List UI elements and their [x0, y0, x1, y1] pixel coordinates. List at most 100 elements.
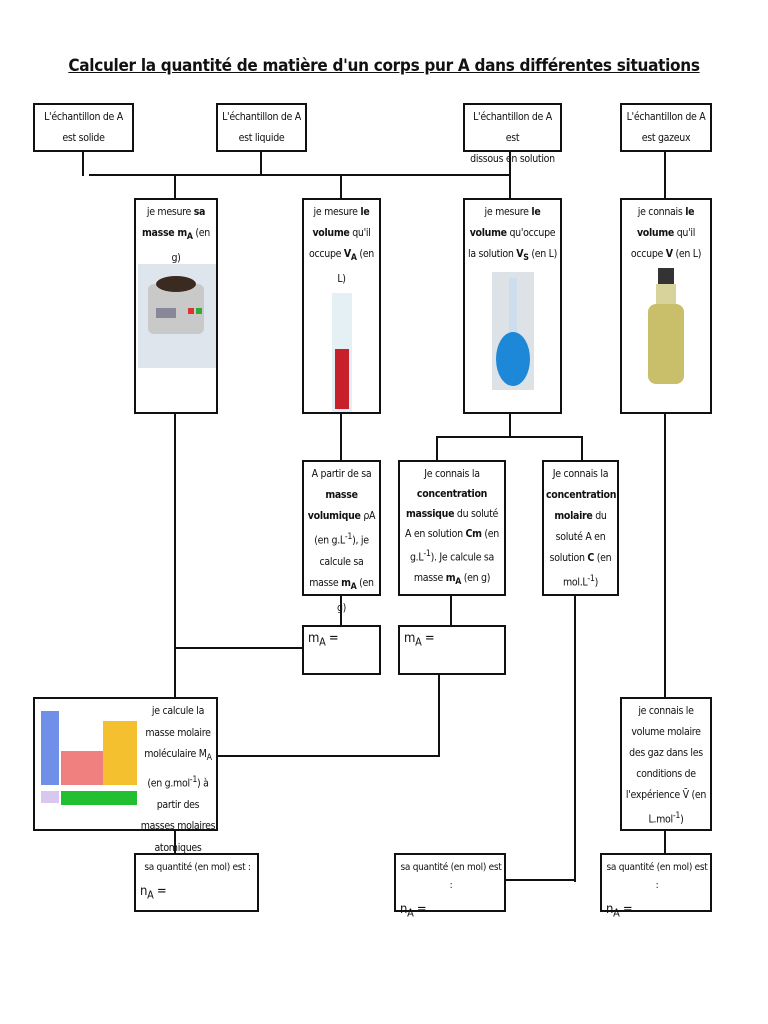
text: sa quantité (en mol) est : — [400, 862, 502, 891]
mass-concentration-box: Je connais la concentration massique du … — [398, 460, 506, 596]
known-gas-volume-box: je connais le volume qu'il occupe V (en … — [620, 198, 712, 414]
connector — [436, 436, 583, 438]
connector — [217, 755, 440, 757]
text: n — [400, 902, 408, 917]
balance-image — [138, 264, 216, 368]
text: S — [523, 253, 529, 264]
text: Je connais la — [552, 468, 609, 480]
text: n — [140, 884, 148, 899]
text: L'échantillon de A — [626, 111, 706, 123]
text: V̄ — [682, 789, 689, 801]
quantity-result-field-2[interactable]: sa quantité (en mol) est : nA = — [394, 853, 506, 920]
text: qu'il occupe — [309, 227, 371, 260]
text: m — [341, 576, 351, 589]
connector — [574, 595, 576, 882]
text: = — [421, 631, 435, 646]
measure-mass-box: je mesure sa masse mA (en g) — [134, 198, 218, 414]
text: C — [587, 552, 595, 564]
text: L'échantillon de A — [44, 111, 123, 123]
text: (en g) — [336, 576, 374, 614]
text: concentration massique — [405, 488, 488, 520]
connector — [340, 174, 342, 198]
text: -1 — [587, 574, 595, 584]
text: (en g.L — [409, 528, 499, 564]
connector — [505, 879, 576, 881]
text: le volume — [636, 206, 695, 239]
connector — [260, 151, 262, 176]
text: dissous en solution — [470, 153, 555, 165]
text: A — [186, 232, 193, 243]
text: A partir de sa — [311, 468, 372, 480]
text: je mesure — [313, 206, 361, 218]
text: V — [516, 248, 524, 260]
connector — [438, 674, 440, 757]
text: sa quantité (en mol) est : — [144, 862, 251, 873]
molar-mass-box: je calcule la masse molaire moléculaire … — [33, 697, 218, 854]
text: ). Je calcule sa masse — [413, 551, 495, 584]
mass-result-field-2[interactable]: mA = — [398, 625, 506, 675]
text: -1 — [344, 532, 353, 542]
connector — [174, 647, 302, 649]
text: je calcule la masse molaire moléculaire — [144, 705, 211, 760]
text: A — [407, 906, 414, 920]
text: je mesure — [484, 206, 532, 218]
mass-result-field-1[interactable]: mA = — [302, 625, 381, 675]
connector — [509, 413, 511, 437]
text: A — [319, 635, 326, 649]
text: V — [665, 248, 673, 260]
text: (en g) — [461, 571, 491, 584]
connector — [450, 595, 452, 625]
periodic-table-image — [39, 703, 139, 805]
text: A — [206, 753, 212, 764]
text: le volume — [469, 206, 541, 239]
connector — [664, 151, 666, 198]
text: V — [343, 248, 351, 260]
text: m — [404, 631, 416, 646]
text: (en g) — [171, 227, 210, 265]
dissolved-sample-box: L'échantillon de A est dissous en solutio… — [463, 103, 562, 165]
text: je connais — [637, 206, 686, 218]
molar-concentration-box: Je connais la concentration molaire du s… — [542, 460, 619, 596]
text: = — [413, 902, 427, 917]
text: = — [325, 631, 339, 646]
text: est solide — [62, 132, 105, 144]
page-title: Calculer la quantité de matière d'un cor… — [68, 56, 700, 76]
text: sa quantité (en mol) est : — [606, 862, 708, 891]
text: qu'il occupe — [630, 227, 696, 260]
text: -1 — [672, 811, 681, 821]
connector — [174, 830, 176, 853]
quantity-result-field-1[interactable]: sa quantité (en mol) est :nA = — [134, 853, 259, 912]
measure-solution-volume-box: je mesure le volume qu'occupe la solutio… — [463, 198, 562, 414]
text: (en g.mol — [147, 777, 190, 790]
connector — [581, 436, 583, 460]
text: m — [308, 631, 320, 646]
text: (en L.mol — [648, 789, 707, 826]
text: ), je calcule sa masse — [309, 534, 369, 589]
text: Cm — [465, 528, 482, 540]
quantity-result-field-3[interactable]: sa quantité (en mol) est :nA = — [600, 853, 712, 920]
text: ) — [594, 576, 599, 589]
text: qu'occupe la solution — [468, 227, 556, 260]
graduated-cylinder-image — [331, 293, 352, 412]
text: (en mol.L — [562, 552, 612, 589]
liquid-sample-box: L'échantillon de A est liquide — [216, 103, 307, 152]
text: ρA (en g.L — [314, 510, 376, 547]
text: je connais le volume molaire des gaz dan… — [625, 705, 703, 801]
text: le volume — [312, 206, 370, 239]
text: je mesure — [146, 206, 194, 218]
connector — [174, 174, 176, 198]
text: est liquide — [238, 132, 285, 144]
text: masse volumique — [307, 489, 361, 522]
text: -1 — [423, 549, 431, 559]
text: ) à partir des masses molaires atomiques — [140, 777, 216, 854]
text: (en L) — [672, 248, 702, 260]
text: = — [153, 884, 167, 899]
text: L'échantillon de A est — [473, 111, 552, 144]
text: ) — [680, 813, 684, 826]
connector — [664, 413, 666, 697]
text: L'échantillon de A — [222, 111, 301, 123]
volumetric-flask-image — [491, 272, 534, 391]
connector — [89, 174, 511, 176]
density-box: A partir de sa masse volumique ρA (en g.… — [302, 460, 381, 614]
